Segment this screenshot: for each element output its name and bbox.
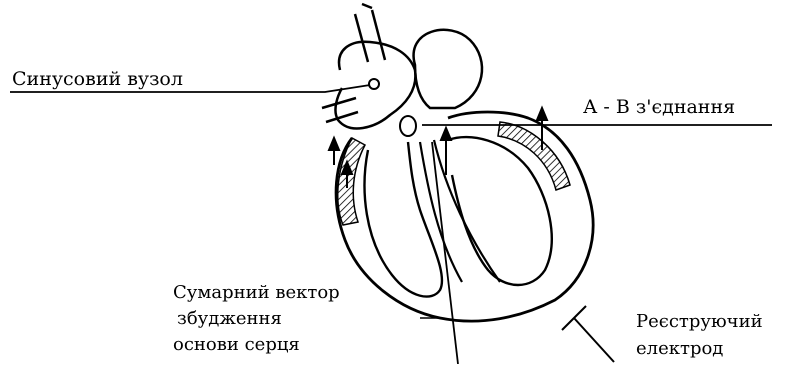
right-ventricle-cavity (365, 142, 442, 297)
summary-vector-label: Сумарний вектор збудження основи серця (173, 280, 340, 358)
electrode-line-1: Реєструючий (636, 308, 763, 335)
av-junction-label: А - В з'єднання (583, 98, 735, 117)
myocardium-left-band (338, 138, 365, 225)
summary-vector-line-3: основи серця (173, 332, 340, 358)
ventricle-outer-wall (336, 112, 593, 321)
sinus-node-dot (369, 79, 379, 89)
sinus-node-label: Синусовий вузол (12, 70, 183, 89)
summary-vector-line-1: Сумарний вектор (173, 280, 340, 306)
electrode-label: Реєструючий електрод (636, 308, 763, 362)
left-atrium (414, 30, 482, 108)
myocardium-right-band (498, 122, 570, 190)
left-ventricle-cavity (448, 137, 552, 285)
summary-vector-line-2: збудження (173, 306, 340, 332)
electrode-line-2: електрод (636, 335, 763, 362)
electrode-symbol (562, 306, 614, 362)
av-node (400, 116, 416, 136)
vena-cava (322, 98, 358, 122)
great-vessels (355, 4, 385, 62)
